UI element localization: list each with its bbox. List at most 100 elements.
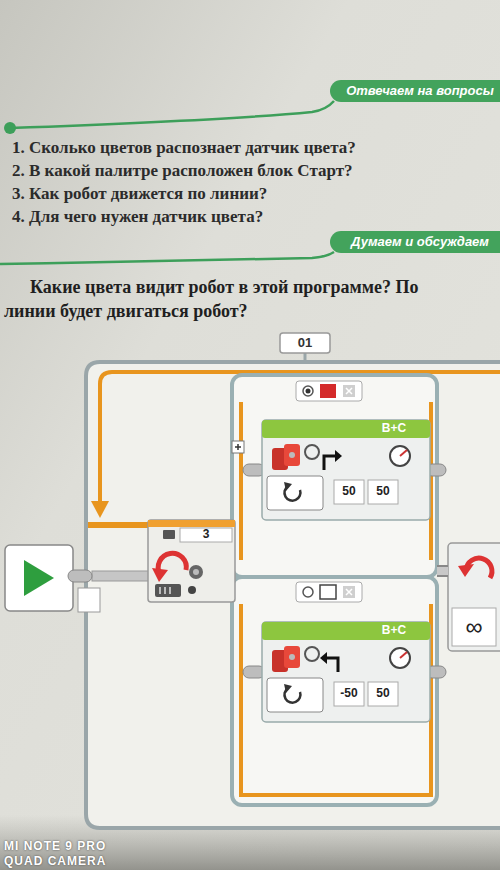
move-steering-icon-part xyxy=(324,456,335,470)
start-block-part xyxy=(78,588,100,612)
question-text-holder: 4. Для чего нужен датчик цвета? xyxy=(12,207,263,227)
switch-block-part xyxy=(188,586,196,594)
port-label-holder: B+C xyxy=(362,622,426,640)
sequence-wire-fill xyxy=(437,567,448,575)
move-steering-icon-part xyxy=(262,420,430,438)
move-steering-icon-part xyxy=(289,654,295,660)
loop-frame-part xyxy=(304,353,307,362)
loop-end-block xyxy=(448,543,500,651)
banner-title-holder: Отвечаем на вопросы xyxy=(344,80,496,102)
move-steering-icon-part xyxy=(284,646,300,668)
section-rule-part xyxy=(10,101,334,128)
sequence-wire xyxy=(437,571,448,572)
move-steering-icon-part xyxy=(262,622,430,640)
section-rule xyxy=(0,101,334,264)
switch-block-part xyxy=(152,568,168,582)
loop-end-block-part xyxy=(458,564,474,577)
loop-end-block-part xyxy=(452,608,496,646)
switch-block-part xyxy=(296,582,362,602)
move-steering-icon-part xyxy=(368,682,398,706)
switch-block-part xyxy=(160,587,170,594)
start-block xyxy=(5,545,150,612)
loop-frame xyxy=(86,333,500,828)
loop-block: 013B+C5050B+C-5050∞ xyxy=(85,333,500,830)
switch-block-part xyxy=(306,389,311,394)
loop-frame-part xyxy=(86,362,500,828)
section-banner: Думаем и обсуждаем xyxy=(330,231,500,253)
steering-value-holder: -50 xyxy=(334,682,364,706)
switch-block-part xyxy=(180,528,232,542)
switch-block-part xyxy=(232,375,437,577)
power-value-holder: 50 xyxy=(368,480,398,504)
switch-block-part xyxy=(163,530,175,539)
port-label: B+C xyxy=(382,624,406,638)
move-steering-icon-part xyxy=(368,480,398,504)
move-steering-block: B+C 5050 xyxy=(262,420,430,520)
move-steering-icon-part xyxy=(305,445,319,459)
power-value: 50 xyxy=(376,687,389,701)
move-steering-icon-part xyxy=(400,652,407,658)
switch-block-part xyxy=(232,441,244,453)
start-block-part xyxy=(68,570,92,582)
move-steering-icon-part xyxy=(267,678,323,712)
sequence-wire-outline xyxy=(437,565,448,577)
switch-block-part xyxy=(189,565,203,579)
loop-frame-part xyxy=(88,522,150,528)
move-steering-icon-part xyxy=(390,446,410,466)
move-steering-icon-part xyxy=(262,622,430,722)
switch-block: 3B+C5050B+C-5050 xyxy=(145,372,437,807)
move-steering-icon-part xyxy=(320,652,327,664)
start-block-part xyxy=(92,571,150,581)
switch-block-part xyxy=(346,388,352,394)
switch-block-part xyxy=(148,520,235,527)
loop-counter-label: 01 xyxy=(298,336,312,351)
move-steering-icon-part xyxy=(267,476,323,510)
switch-block-part xyxy=(239,402,243,560)
move-steering-icon-part xyxy=(334,682,364,706)
move-steering-icon-part xyxy=(284,684,292,693)
loop-frame-part xyxy=(280,333,330,353)
switch-block-part xyxy=(296,381,362,401)
section-rule-part xyxy=(0,252,334,264)
watermark-holder: MI NOTE 9 PRO xyxy=(4,836,106,854)
move-steering-icon-part xyxy=(284,482,292,491)
power-value-holder: 50 xyxy=(368,682,398,706)
move-steering-icon-part xyxy=(305,647,319,661)
move-steering-icon-part xyxy=(289,452,295,458)
switch-block-part xyxy=(155,584,181,597)
switch-block-part xyxy=(148,520,235,602)
switch-block xyxy=(148,375,446,805)
banner-title: Отвечаем на вопросы xyxy=(346,84,494,99)
start-block-part xyxy=(5,545,73,611)
question-text-holder: 1. Сколько цветов распознает датчик цвет… xyxy=(12,138,356,158)
switch-block-part xyxy=(193,569,199,575)
loop-frame-part xyxy=(86,362,500,828)
loop-frame-part xyxy=(91,501,109,518)
task-text: линии будет двигаться робот? xyxy=(4,301,248,321)
banner-title: Думаем и обсуждаем xyxy=(351,235,489,250)
loop-counter-label-holder: 01 xyxy=(280,333,330,353)
switch-block-part xyxy=(303,386,313,396)
move-steering-icon-part xyxy=(284,444,300,466)
loop-mode-symbol-holder: ∞ xyxy=(452,608,496,646)
port-label-holder: B+C xyxy=(362,420,426,438)
move-steering-icon-part xyxy=(262,420,430,520)
move-steering-icon-part xyxy=(390,648,410,668)
move-steering-block: B+C -50 50 xyxy=(262,622,430,722)
switch-block-part xyxy=(320,384,336,398)
steering-value-holder: 50 xyxy=(334,480,364,504)
question-text: 1. Сколько цветов распознает датчик цвет… xyxy=(12,138,356,157)
section-banner: Отвечаем на вопросы xyxy=(330,80,500,102)
question-text: 4. Для чего нужен датчик цвета? xyxy=(12,207,263,226)
watermark: QUAD CAMERA xyxy=(4,854,106,868)
question-text-holder: 3. Как робот движется по линии? xyxy=(12,184,267,204)
task-text-holder: линии будет двигаться робот? xyxy=(4,301,248,322)
loop-end-block-part xyxy=(448,543,500,651)
switch-block-part xyxy=(320,585,336,599)
move-steering-icon xyxy=(262,420,430,520)
